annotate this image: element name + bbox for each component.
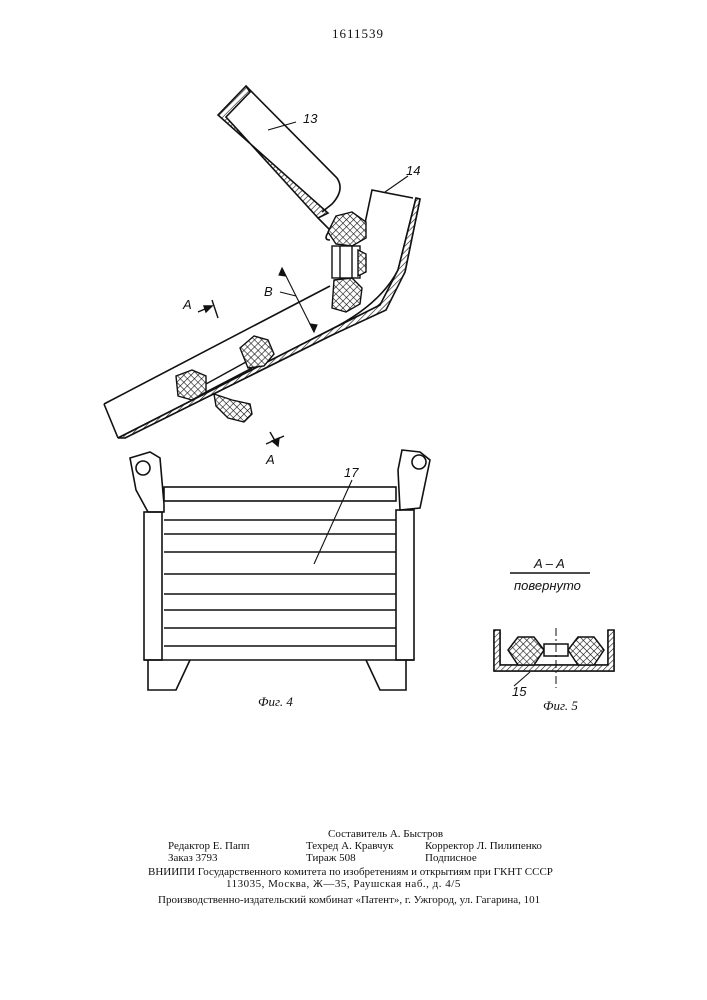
- section-subtitle: повернуто: [514, 578, 581, 593]
- figure-5-caption: Фиг. 5: [543, 698, 578, 714]
- chute-13: [218, 86, 340, 240]
- label-a-top: A: [183, 297, 192, 312]
- label-13: 13: [303, 111, 317, 126]
- leader-lines: [268, 122, 408, 564]
- footer-vniipi: ВНИИПИ Государственного комитета по изоб…: [148, 866, 553, 878]
- footer-techred: Техред А. Кравчук: [306, 840, 393, 852]
- footer-corrector: Корректор Л. Пилипенко: [425, 840, 542, 852]
- footer-address: 113035, Москва, Ж—35, Раушская наб., д. …: [226, 878, 461, 890]
- figure-4-caption: Фиг. 4: [258, 694, 293, 710]
- footer-circulation: Тираж 508: [306, 852, 356, 864]
- container-17: [130, 450, 430, 690]
- footer-order: Заказ 3793: [168, 852, 218, 864]
- label-b: B: [264, 284, 273, 299]
- label-17: 17: [344, 465, 358, 480]
- dimension-b: [279, 268, 317, 332]
- footer-compiler: Составитель А. Быстров: [328, 828, 443, 840]
- chute-14: [104, 190, 420, 438]
- footer-editor: Редактор Е. Папп: [168, 840, 249, 852]
- section-title: A – A: [534, 556, 565, 571]
- label-14: 14: [406, 163, 420, 178]
- label-15: 15: [512, 684, 526, 699]
- label-a-bottom: A: [266, 452, 275, 467]
- footer-subscription: Подписное: [425, 852, 477, 864]
- footer-publisher: Производственно-издательский комбинат «П…: [158, 894, 540, 906]
